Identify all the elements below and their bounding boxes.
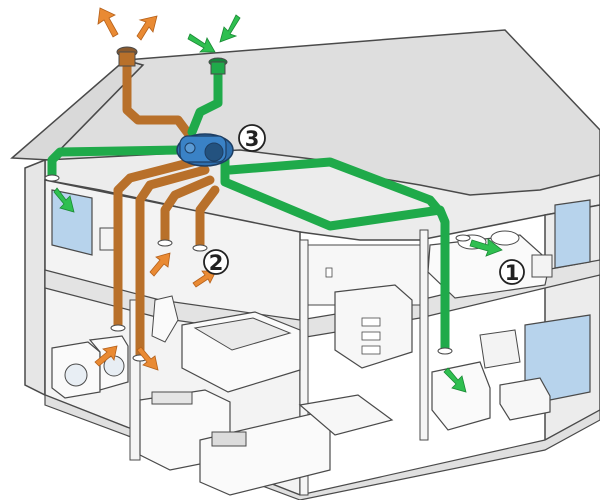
toilet (151, 295, 179, 343)
extract-duct-kitchen (135, 165, 210, 360)
marker-2-label: 2 (209, 251, 224, 275)
marker-2: 2 (203, 249, 229, 275)
exhaust-air-arrow-icon (97, 7, 158, 41)
exhaust-stack-duct (122, 57, 195, 141)
extract-grille-bath-2 (192, 244, 208, 252)
bed-pillow-2 (490, 230, 520, 246)
marker-1: 1 (499, 259, 525, 285)
coffee-table (499, 377, 551, 421)
washing-machine-1-door (64, 363, 88, 387)
vanity-drawer-3 (361, 345, 381, 355)
partition-wall-3 (419, 229, 429, 441)
partition-wall-1 (129, 299, 141, 461)
supply-duct-main (220, 155, 450, 353)
extract-duct-bath-1 (160, 175, 215, 245)
supply-grille-living (437, 347, 453, 355)
vanity-cabinet (334, 284, 413, 369)
supply-grille-bedroom (455, 234, 471, 242)
extract-duct-bath-2 (195, 185, 220, 250)
extract-grille-utility (110, 324, 126, 332)
window-upper-right (554, 199, 591, 269)
bedside-table (531, 254, 553, 278)
vanity-drawer-1 (361, 317, 381, 327)
extract-duct-utility (113, 155, 205, 330)
bathtub-inner (193, 317, 292, 351)
extract-air-arrow-utility (94, 345, 118, 367)
left-outer-wall (24, 158, 46, 397)
extract-grille-bath-1 (157, 239, 173, 247)
fresh-air-arrow-icon (187, 14, 241, 53)
supply-duct-left (47, 145, 185, 180)
extract-air-arrow-bathroom (149, 252, 217, 288)
intake-roof-cap-body (210, 61, 226, 75)
low-cabinet (479, 329, 521, 369)
vanity-drawer-2 (361, 331, 381, 341)
window-upper-left (51, 189, 93, 256)
ventilation-unit-icon (176, 133, 234, 167)
supply-air-arrow-left (53, 187, 75, 213)
exhaust-roof-cap-body (118, 51, 136, 67)
extract-air-arrow-kitchen (136, 346, 159, 371)
marker-1-label: 1 (505, 261, 520, 285)
supply-grille-left (44, 174, 60, 182)
supply-duct-bedroom (225, 157, 445, 217)
supply-air-arrow-living (443, 367, 467, 393)
supply-ducts (47, 61, 450, 353)
extract-ducts (113, 57, 220, 360)
supply-air-arrow-bedroom (469, 238, 503, 257)
light-switch (325, 267, 333, 278)
dining-table (298, 394, 394, 436)
sofa (431, 361, 491, 431)
marker-3-label: 3 (245, 127, 260, 151)
kitchen-sink (151, 391, 193, 405)
fresh-air-intake-duct (187, 61, 223, 137)
cooktop (211, 431, 247, 447)
marker-3: 3 (238, 124, 266, 152)
